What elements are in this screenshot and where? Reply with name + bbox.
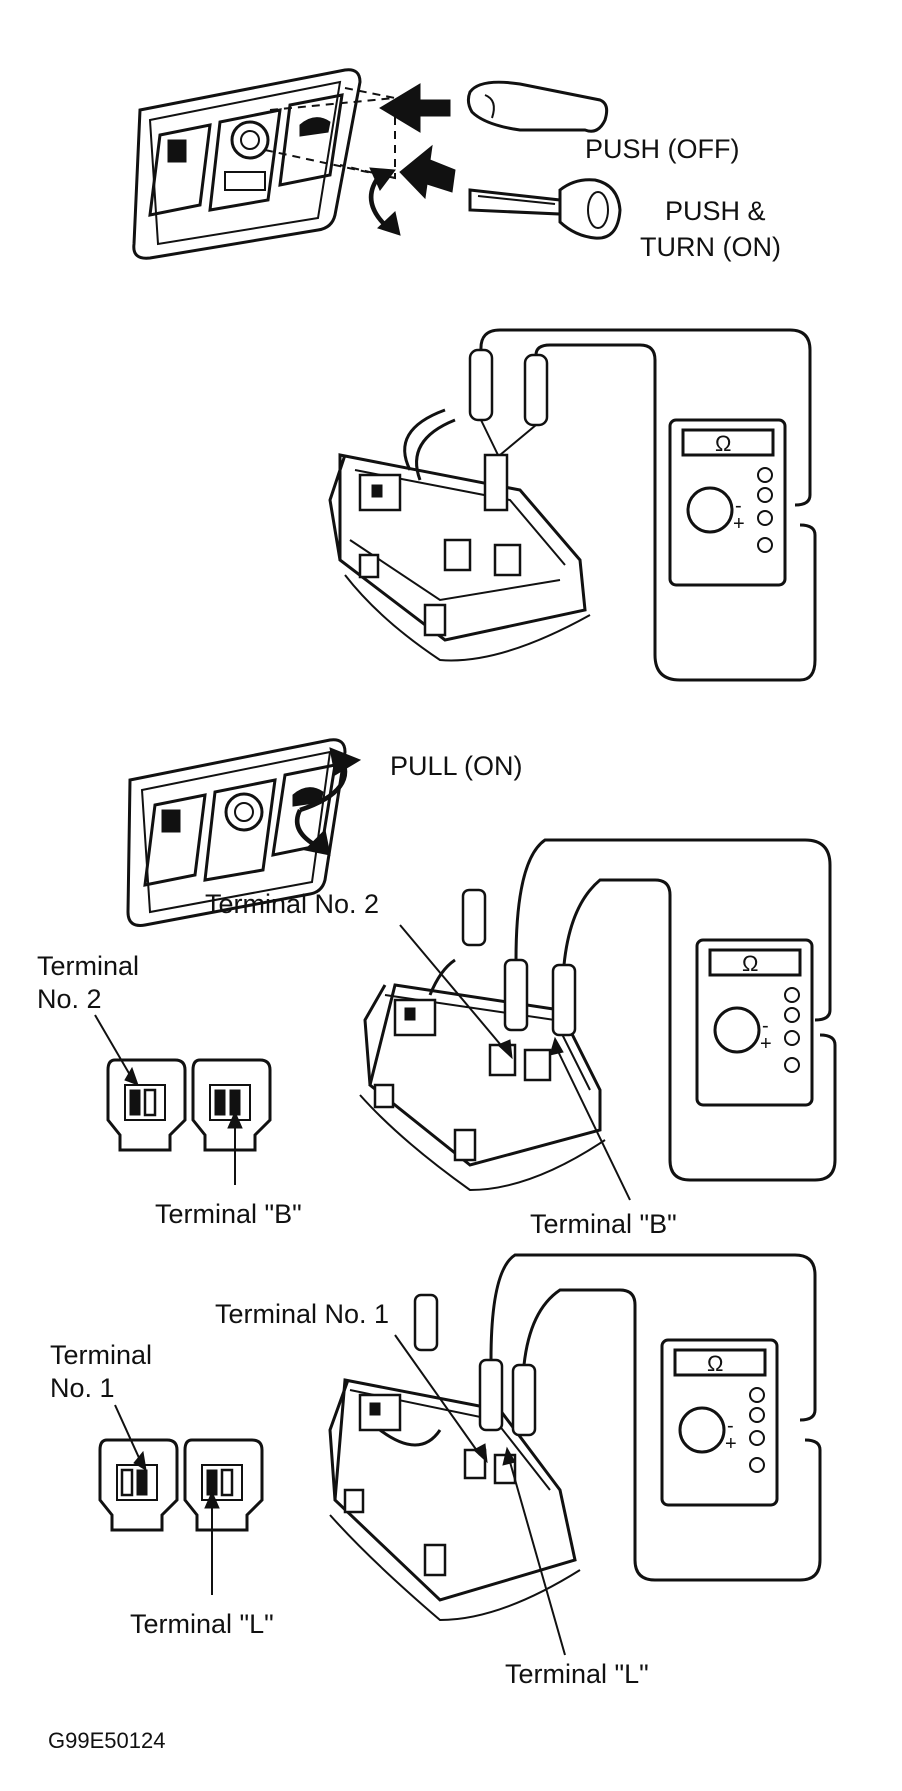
push-turn-arrow-icon — [399, 144, 456, 200]
probe-l-black — [511, 1363, 537, 1437]
connector-no2-label: No. 2 — [37, 984, 102, 1014]
leader-no2 — [94, 1014, 131, 1076]
fuel-pump-icon-2 — [161, 809, 181, 833]
terminal-no1-label: Terminal No. 1 — [215, 1299, 389, 1329]
connector-pair-l — [98, 1438, 264, 1532]
probe-b-label: Terminal "B" — [530, 1209, 677, 1239]
ohmmeter-1: Ω - + — [668, 418, 787, 587]
ohm-symbol-3: Ω — [707, 1351, 723, 1376]
probe-b-black — [551, 963, 577, 1037]
finger-icon — [466, 80, 609, 133]
connector-b-label: Terminal "B" — [155, 1199, 302, 1229]
svg-text:-: - — [762, 1015, 769, 1037]
svg-text:-: - — [735, 495, 742, 517]
cylinder-lock-icon — [230, 120, 270, 160]
connector-plug-b — [461, 888, 487, 947]
dashed-guide — [339, 87, 396, 180]
ohm-symbol-2: Ω — [742, 951, 758, 976]
connector-pair-b — [106, 1058, 272, 1152]
switch-assembly-1 — [328, 408, 591, 662]
probe-red — [468, 348, 494, 422]
trunk-car-icon — [299, 117, 331, 137]
svg-text:+: + — [725, 1433, 737, 1455]
svg-text:+: + — [733, 513, 745, 535]
ohmmeter-3: Ω - + — [660, 1338, 779, 1507]
key-icon — [468, 188, 562, 216]
fuel-pump-icon — [167, 139, 187, 163]
probe-l-red — [478, 1358, 504, 1432]
switch-panel-top — [132, 68, 362, 260]
connector-no1-label: No. 1 — [50, 1373, 115, 1403]
push-arrow-icon — [379, 83, 451, 133]
connector-terminal-label-2: Terminal — [50, 1340, 152, 1370]
push-turn-label-1: PUSH & — [665, 196, 766, 226]
switch-assembly-2 — [359, 958, 606, 1192]
connector-plug-l — [413, 1293, 439, 1352]
connector-terminal-label-1: Terminal — [37, 951, 139, 981]
svg-text:-: - — [727, 1415, 734, 1437]
probe-l-label: Terminal "L" — [505, 1659, 649, 1689]
trunk-button — [278, 93, 344, 187]
key-cylinder — [208, 108, 282, 212]
push-off-label: PUSH (OFF) — [585, 134, 740, 164]
pull-on-label: PULL (ON) — [390, 751, 523, 781]
switch-panel-pull — [126, 738, 347, 927]
fuel-button — [148, 123, 212, 217]
cylinder-lock-icon-2 — [224, 792, 264, 832]
probe-black — [523, 353, 549, 427]
ohmmeter-2: Ω - + — [695, 938, 814, 1107]
switch-assembly-3 — [328, 1378, 581, 1622]
terminal-no2-label: Terminal No. 2 — [205, 889, 379, 919]
ohm-symbol-1: Ω — [715, 431, 731, 456]
connector-l-label: Terminal "L" — [130, 1609, 274, 1639]
push-turn-label-2: TURN (ON) — [640, 232, 781, 262]
figure-code: G99E50124 — [48, 1728, 165, 1753]
svg-text:+: + — [760, 1033, 772, 1055]
probe-b-red — [503, 958, 529, 1032]
